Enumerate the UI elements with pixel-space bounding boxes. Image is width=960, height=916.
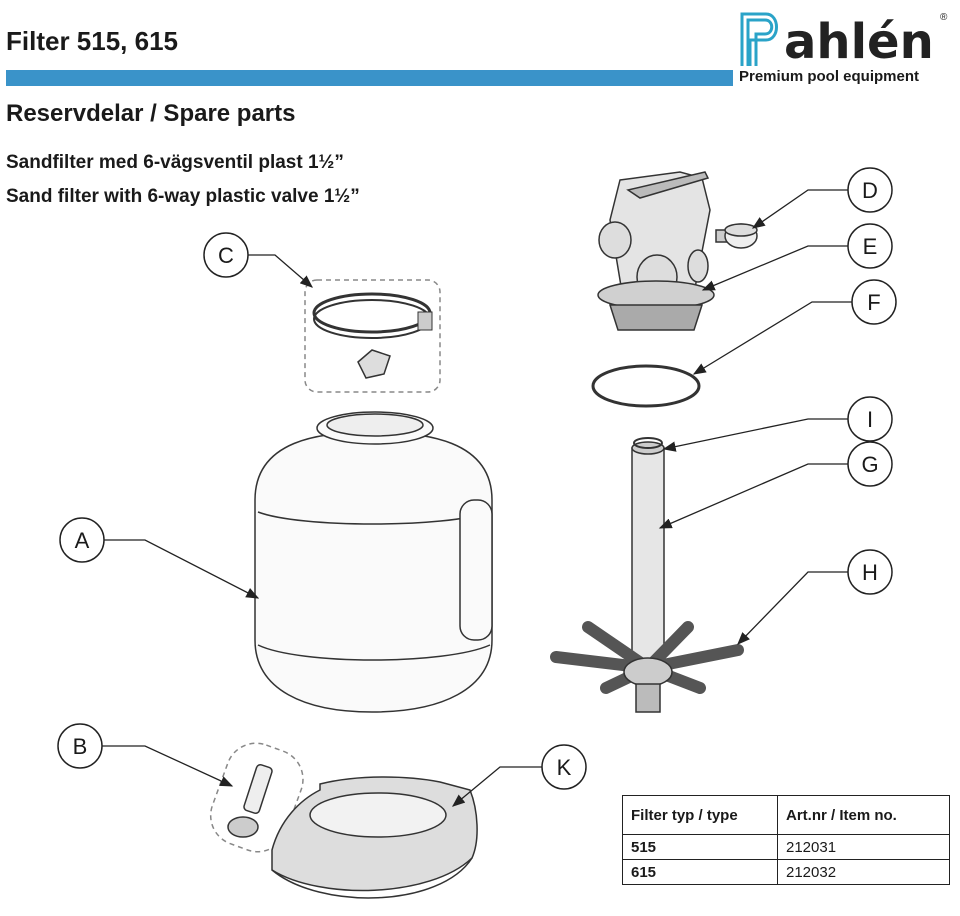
subtitle-swedish: Sandfilter med 6-vägsventil plast 1½” xyxy=(6,152,344,173)
table-cell-type: 615 xyxy=(622,859,778,885)
callout-label-d: D xyxy=(862,178,878,203)
callout-label-i: I xyxy=(867,407,873,432)
table-header-type: Filter typ / type xyxy=(622,795,778,835)
part-i-pipe-o-ring xyxy=(633,437,663,449)
callout-label-e: E xyxy=(863,234,878,259)
callout-label-g: G xyxy=(861,452,878,477)
callout-circle-b xyxy=(57,723,103,769)
callout-circle-h xyxy=(847,549,893,595)
part-g-standpipe xyxy=(631,441,665,663)
callout-circle-c xyxy=(203,232,249,278)
header-accent-bar xyxy=(6,70,733,86)
callout-circle-a xyxy=(59,517,105,563)
item-number-table: Filter typ / type Art.nr / Item no. 515 … xyxy=(622,795,950,885)
part-d-pressure-gauge xyxy=(715,223,758,249)
table-row: 515 212031 xyxy=(622,834,950,860)
callout-label-c: C xyxy=(218,243,234,268)
callout-circle-g xyxy=(847,441,893,487)
table-header-row: Filter typ / type Art.nr / Item no. xyxy=(622,795,950,835)
leader-line-i xyxy=(662,418,848,452)
callout-circle-i xyxy=(847,396,893,442)
part-k-base-stand xyxy=(271,776,478,899)
leader-line-h xyxy=(737,571,848,645)
callout-circle-f xyxy=(851,279,897,325)
callout-label-a: A xyxy=(75,528,90,553)
registered-mark: ® xyxy=(940,12,948,23)
table-header-item: Art.nr / Item no. xyxy=(777,795,950,835)
callout-circle-d xyxy=(847,167,893,213)
leader-line-c xyxy=(248,254,313,288)
leader-line-d xyxy=(751,189,848,229)
table-cell-item: 212032 xyxy=(777,859,950,885)
leader-line-a xyxy=(104,539,260,599)
part-e-six-way-valve xyxy=(597,171,715,331)
callout-label-k: K xyxy=(557,755,572,780)
table-row: 615 212032 xyxy=(622,859,950,885)
leader-line-g xyxy=(658,463,848,529)
callout-label-f: F xyxy=(867,290,880,315)
leader-line-k xyxy=(451,766,542,807)
table-cell-type: 515 xyxy=(622,834,778,860)
part-c-clamp-group xyxy=(304,279,441,393)
page-title: Filter 515, 615 xyxy=(6,26,178,56)
leader-line-e xyxy=(701,245,848,291)
callout-label-h: H xyxy=(862,560,878,585)
table-cell-item: 212031 xyxy=(777,834,950,860)
subtitle-english: Sand filter with 6-way plastic valve 1½” xyxy=(6,186,360,207)
callout-label-b: B xyxy=(73,734,88,759)
part-a-filter-tank xyxy=(254,411,493,713)
svg-text:ahlén: ahlén xyxy=(784,14,934,70)
part-f-o-ring xyxy=(591,364,701,408)
callout-circle-e xyxy=(847,223,893,269)
callout-circle-k xyxy=(541,744,587,790)
brand-tagline: Premium pool equipment xyxy=(739,68,920,85)
leader-line-f xyxy=(692,301,852,375)
leader-line-b xyxy=(102,745,234,787)
pahlen-logo: ahlén ® xyxy=(740,12,948,70)
section-title: Reservdelar / Spare parts xyxy=(6,100,296,127)
